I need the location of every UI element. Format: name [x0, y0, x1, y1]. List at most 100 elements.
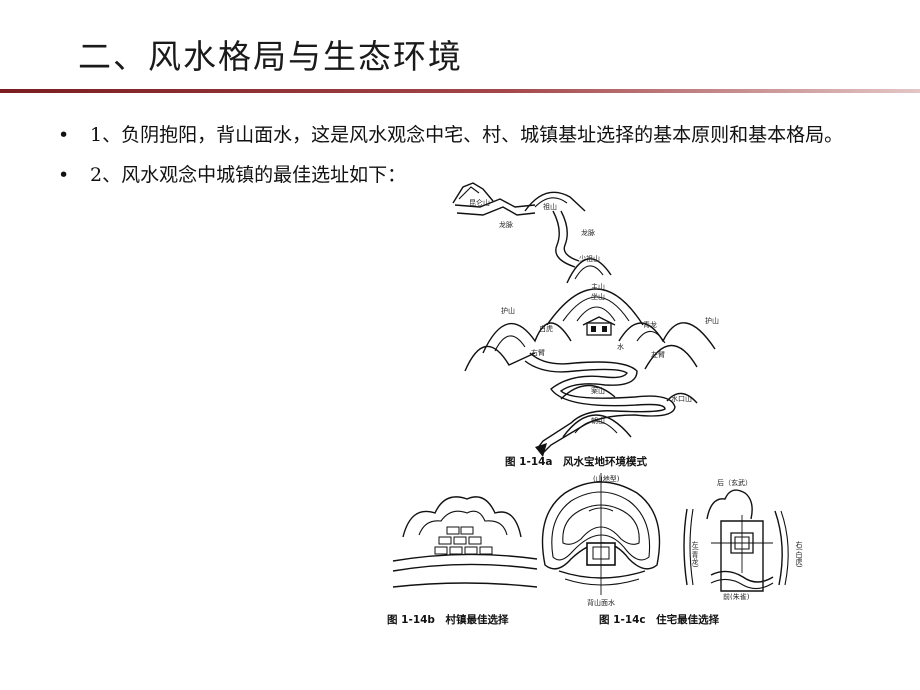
bullet-text-2: 2、风水观念中城镇的最佳选址如下：: [90, 164, 407, 186]
flow-arrow-icon: [535, 443, 547, 457]
contour-inner: [562, 504, 640, 545]
vein-2: [560, 210, 580, 262]
label-longmai-2: 龙脉: [581, 228, 595, 237]
house-window: [591, 326, 596, 332]
chao-ridge: [574, 420, 618, 434]
village-house: [438, 536, 452, 545]
label-zushan: 祖山: [543, 202, 557, 211]
right-hill-2: [780, 510, 789, 586]
label-longmai: 龙脉: [499, 220, 513, 229]
left-road-1: [683, 508, 688, 586]
figure-a: 昆仑山 龙脉 祖山 龙脉 少祖山 主山 坐山 护山 护山 白虎 青龙 右臂 左臂…: [452, 182, 719, 468]
dragon-vein-lower: [456, 206, 536, 216]
main-ridge-1: [562, 296, 630, 322]
caption-fig-a: 图 1-14a 风水宝地环境模式: [505, 455, 648, 468]
fengshui-figure: 昆仑山 龙脉 祖山 龙脉 少祖山 主山 坐山 护山 护山 白虎 青龙 右臂 左臂…: [375, 175, 920, 635]
fengshui-diagram: 昆仑山 龙脉 祖山 龙脉 少祖山 主山 坐山 护山 护山 白虎 青龙 右臂 左臂…: [387, 182, 803, 626]
house-window: [602, 326, 607, 332]
chao-mountain: [562, 414, 632, 438]
village-house: [446, 526, 460, 535]
dragon-vein-upper: [454, 198, 536, 208]
shaozu-mountain: [566, 258, 612, 284]
an-mountain: [560, 384, 616, 400]
left-road-2: [689, 508, 694, 586]
river-outlet-2: [542, 414, 636, 454]
site-frame: [720, 520, 764, 592]
main-mountain: [546, 288, 644, 326]
site-house: [730, 532, 754, 554]
village-house: [434, 546, 448, 555]
contour-middle: [551, 491, 651, 561]
right-hill-ridge: [636, 330, 666, 344]
left-hill-ridge: [494, 335, 526, 352]
label-rear: 后（玄武）: [717, 478, 752, 487]
village-house: [468, 536, 482, 545]
white-tiger-hill: [464, 345, 536, 372]
bullet-list: • 1、负阴抱阳，背山面水，这是风水观念中宅、村、城镇基址选择的基本原则和基本格…: [58, 120, 898, 200]
river-lower-bank: [524, 360, 666, 413]
house-roof: [582, 316, 616, 326]
label-baihu: 白虎: [539, 324, 553, 333]
rear-mountain: [706, 489, 753, 520]
village-house: [479, 546, 493, 555]
label-bottom-left: 背山面水: [587, 598, 615, 607]
kunlun-mountain: [452, 182, 494, 204]
right-hills: [618, 322, 716, 350]
label-huguo-right: 护山: [705, 316, 719, 325]
label-shuikou: 水口山: [671, 394, 692, 403]
village-house: [464, 546, 478, 555]
label-front: 前(朱雀): [723, 592, 750, 601]
ancestor-ridge: [534, 197, 568, 208]
village-house: [453, 536, 467, 545]
front-water-1: [710, 570, 774, 583]
slide-title: 二、风水格局与生态环境: [78, 37, 463, 76]
village-house: [449, 546, 463, 555]
village-house: [460, 526, 474, 535]
vein-1: [552, 210, 576, 268]
front-river-1: [558, 570, 646, 579]
green-dragon-hill: [644, 344, 698, 370]
bullet-item-2: • 2、风水观念中城镇的最佳选址如下：: [58, 160, 898, 191]
label-huguo-left: 护山: [501, 306, 515, 315]
bullet-marker: •: [58, 164, 70, 186]
kunlun-ridge: [458, 186, 480, 200]
bullet-text-1: 1、负阴抱阳，背山面水，这是风水观念中宅、村、城镇基址选择的基本原则和基本格局。: [90, 124, 844, 146]
title-divider: [0, 89, 920, 93]
label-shaozu: 少祖山: [579, 254, 600, 263]
shaozu-ridge: [574, 265, 604, 280]
label-zuobi: 左臂: [651, 350, 665, 359]
bullet-item-1: • 1、负阴抱阳，背山面水，这是风水观念中宅、村、城镇基址选择的基本原则和基本格…: [58, 120, 898, 151]
label-zhushan: 主山: [591, 282, 605, 291]
label-right: 右(白虎): [795, 540, 803, 568]
label-zuoshan: 坐山: [591, 292, 605, 301]
left-hills: [482, 322, 572, 354]
ancestor-mountain: [524, 191, 586, 212]
main-ridge-2: [576, 306, 616, 322]
figure-c-contour: (山地型) 背山面水: [541, 473, 661, 607]
bullet-marker: •: [58, 124, 70, 146]
caption-fig-c: 图 1-14c 住宅最佳选择: [599, 613, 720, 626]
village-river-lower: [392, 563, 538, 572]
front-water-2: [710, 578, 774, 590]
label-qinglong: 青龙: [643, 320, 657, 329]
label-youbi: 右臂: [531, 348, 545, 357]
river-outlet-1: [536, 410, 616, 450]
village-ground-line: [392, 582, 538, 588]
label-top-left: (山地型): [593, 474, 620, 483]
village-inner-ridge: [418, 510, 508, 536]
house-icon: [586, 322, 612, 336]
front-river-2: [564, 578, 640, 586]
right-hill-1: [774, 510, 783, 586]
shuikou-mountain: [666, 392, 698, 404]
figure-b: 图 1-14b 村镇最佳选择: [387, 496, 538, 626]
label-left: 左(青龙): [691, 540, 699, 568]
caption-fig-b: 图 1-14b 村镇最佳选择: [387, 613, 509, 626]
label-kunlun: 昆仑山: [469, 198, 490, 207]
label-chaoshan: 朝山: [591, 416, 605, 425]
village-river-upper: [392, 553, 538, 562]
label-anshan: 案山: [591, 386, 605, 395]
site-inner: [734, 536, 750, 550]
label-shui: 水: [617, 342, 624, 351]
figure-c-cardinal: 后（玄武） 左(青龙) 右(白虎) 前(朱雀): [683, 478, 803, 601]
river-upper-bank: [529, 352, 676, 417]
